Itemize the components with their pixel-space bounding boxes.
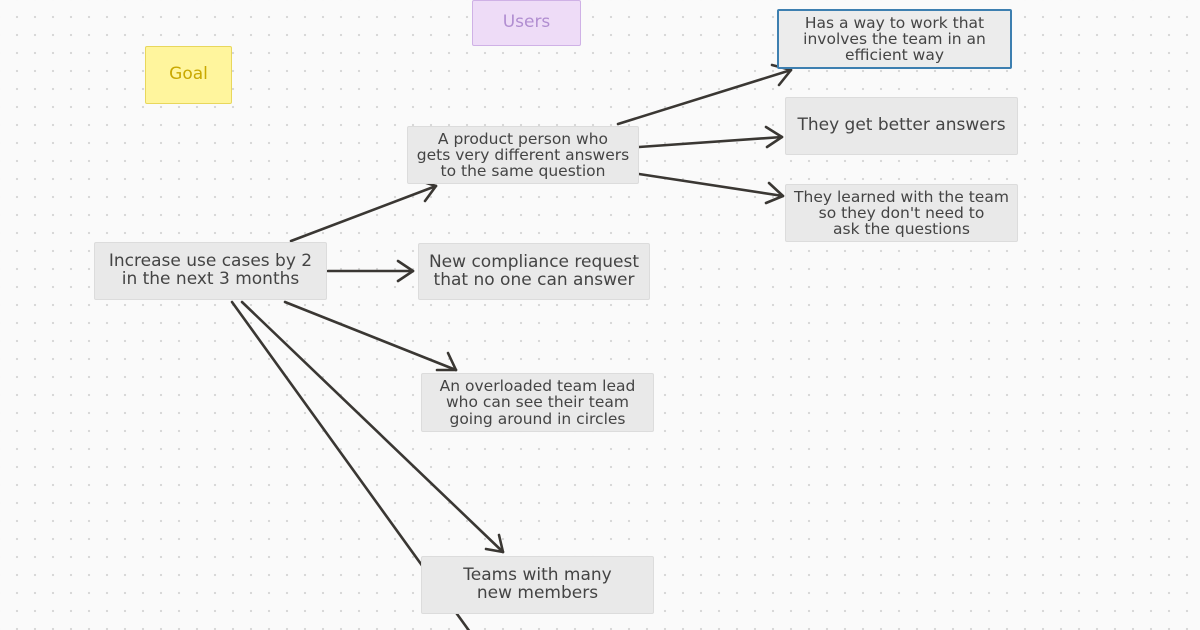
arrowhead-icon bbox=[484, 533, 505, 554]
arrow-goal-to-team-lead[interactable] bbox=[283, 300, 458, 372]
arrow-product-to-better-answers[interactable] bbox=[637, 135, 784, 149]
arrow-goal-to-new-members[interactable] bbox=[240, 300, 505, 554]
users-label-sticky[interactable]: Users bbox=[472, 0, 581, 46]
work-way-node[interactable]: Has a way to work that involves the team… bbox=[777, 9, 1012, 69]
new-members-node[interactable]: Teams with many new members bbox=[421, 556, 654, 614]
team-lead-node[interactable]: An overloaded team lead who can see thei… bbox=[421, 373, 654, 432]
arrowhead-icon bbox=[764, 125, 784, 149]
arrow-product-to-learned[interactable] bbox=[637, 172, 785, 198]
learned-node[interactable]: They learned with the team so they don't… bbox=[785, 184, 1018, 242]
better-answers-node[interactable]: They get better answers bbox=[785, 97, 1018, 155]
arrow-product-to-work-way[interactable] bbox=[616, 68, 793, 126]
goal-node[interactable]: Increase use cases by 2 in the next 3 mo… bbox=[94, 242, 327, 300]
arrowhead-icon bbox=[396, 259, 415, 283]
arrow-goal-to-product-person[interactable] bbox=[289, 184, 438, 243]
compliance-node[interactable]: New compliance request that no one can a… bbox=[418, 243, 650, 300]
product-person-node[interactable]: A product person who gets very different… bbox=[407, 126, 639, 184]
goal-label-sticky[interactable]: Goal bbox=[145, 46, 232, 104]
arrowhead-icon bbox=[435, 351, 458, 372]
arrowhead-icon bbox=[764, 181, 785, 205]
